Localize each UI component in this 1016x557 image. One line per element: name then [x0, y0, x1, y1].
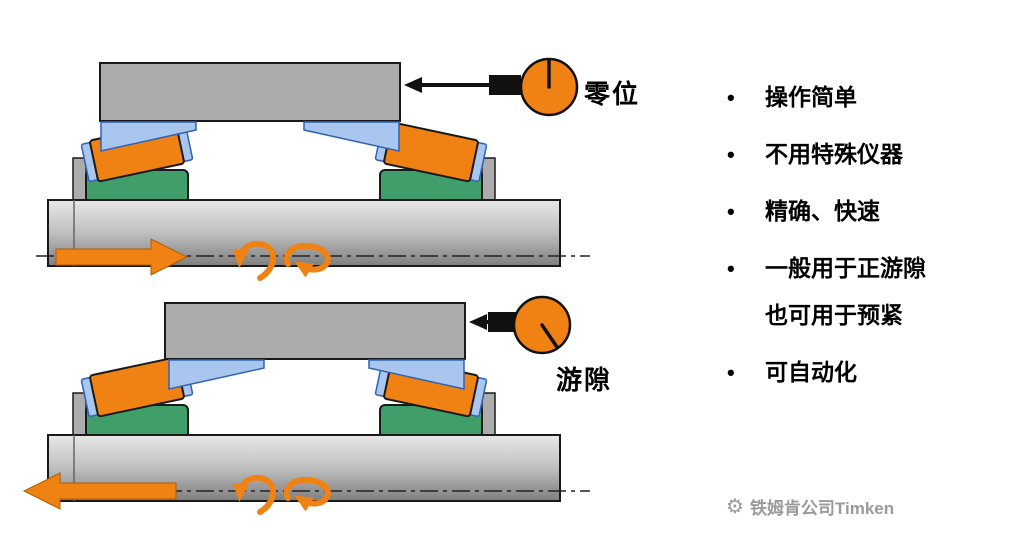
bullet-marker: •	[727, 85, 735, 110]
cup-left	[100, 121, 197, 152]
gauge-label-zero: 零位	[584, 79, 641, 109]
bullet-marker: •	[727, 142, 735, 167]
bullet-text: 一般用于正游隙	[765, 255, 926, 281]
bullet-marker: •	[727, 199, 735, 224]
cup-right	[303, 121, 400, 152]
rotation-arrow-2	[283, 242, 331, 278]
bullet-text: 操作简单	[765, 84, 857, 110]
shaft-shoulder-right	[481, 157, 496, 203]
diagram-bottom	[22, 295, 590, 515]
bullet-item-continuation: 也可用于预紧	[727, 300, 1013, 331]
bullet-item: • 不用特殊仪器	[727, 139, 1013, 170]
timken-logo-icon: ⚙	[726, 495, 744, 518]
thrust-arrow-left	[22, 472, 177, 510]
gauge-label-clearance: 游隙	[556, 365, 613, 395]
feature-bullet-list: • 操作简单 • 不用特殊仪器 • 精确、快速 • 一般用于正游隙 也可用于预紧…	[727, 82, 1013, 414]
bullet-item: • 可自动化	[727, 357, 1013, 388]
bullet-item: • 一般用于正游隙	[727, 253, 1013, 284]
diagram-top	[36, 57, 590, 281]
bullet-marker: •	[727, 360, 735, 385]
housing	[164, 302, 466, 360]
gauge-pointer-arrowhead	[404, 77, 422, 93]
gauge-pointer-arrowhead	[469, 314, 487, 330]
housing	[99, 62, 401, 122]
bullet-text: 也可用于预紧	[765, 302, 903, 328]
bullet-text: 精确、快速	[765, 198, 880, 224]
thrust-arrow-right	[55, 238, 189, 276]
rotation-arrow-1	[232, 474, 277, 515]
bullet-text: 可自动化	[765, 359, 857, 385]
shaft-shoulder-right	[481, 392, 496, 438]
bullet-item: • 精确、快速	[727, 196, 1013, 227]
bullet-text: 不用特殊仪器	[765, 141, 903, 167]
gauge-stem	[489, 75, 521, 95]
shaft-shoulder-left	[72, 392, 87, 438]
gauge-stem	[488, 312, 518, 332]
bullet-marker: •	[727, 256, 735, 281]
gauge-needle-clearance	[540, 323, 559, 349]
rotation-arrow-1	[232, 240, 277, 281]
cup-left	[168, 359, 265, 390]
shaft-shoulder-left	[72, 157, 87, 203]
bullet-item: • 操作简单	[727, 82, 1013, 113]
rotation-arrow-2	[283, 476, 331, 512]
watermark: ⚙ 铁姆肯公司Timken	[726, 494, 894, 519]
cup-right	[368, 359, 465, 390]
watermark-text: 铁姆肯公司Timken	[749, 499, 895, 518]
